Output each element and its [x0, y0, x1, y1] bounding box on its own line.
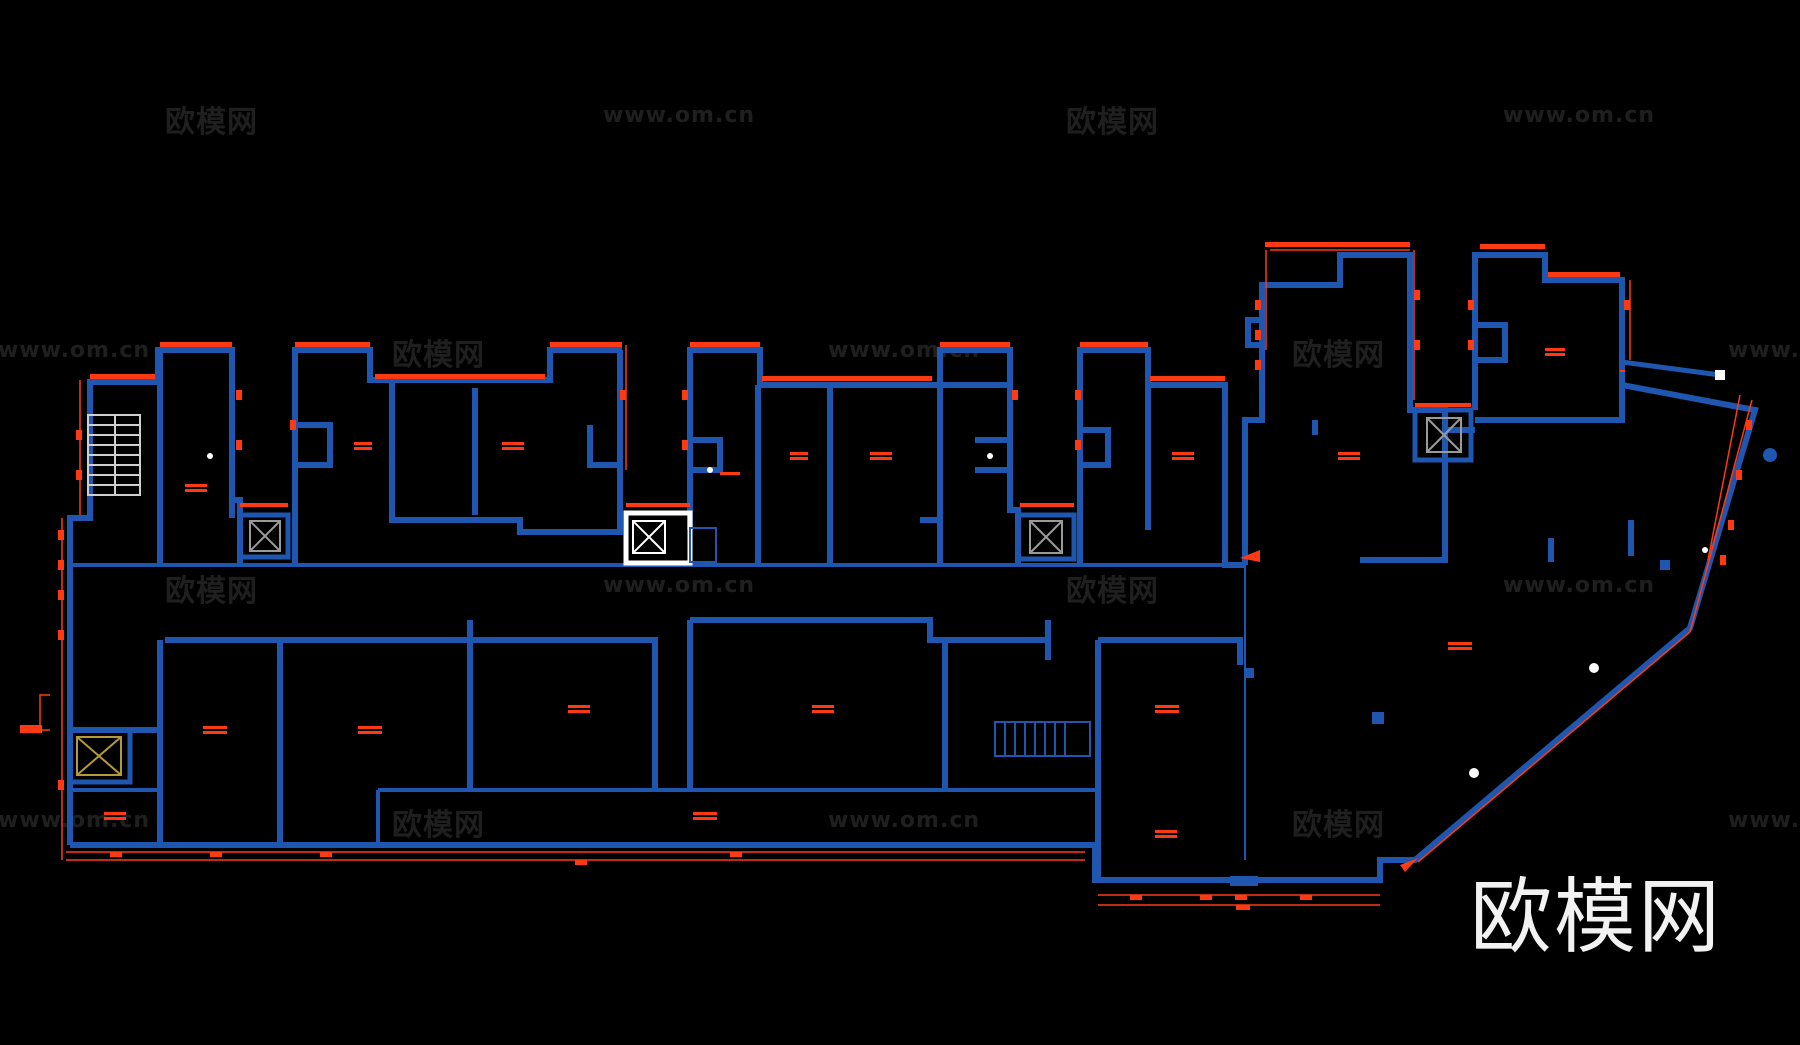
unit-wall [920, 517, 943, 530]
watermark-brand: 欧模网 [165, 574, 258, 609]
room-labels [104, 348, 1565, 838]
watermark-brand: 欧模网 [1066, 105, 1159, 140]
elevator [623, 510, 717, 566]
watermark-brand: 欧模网 [1066, 574, 1159, 609]
watermark-url: www.om.cn [1503, 573, 1656, 598]
unit-wall [1080, 427, 1111, 468]
elevator [237, 512, 291, 560]
unit-wall [587, 425, 622, 468]
watermark-brand: 欧模网 [165, 105, 258, 140]
unit-wall [1472, 252, 1625, 423]
unit-wall [392, 347, 622, 383]
unit-wall [687, 347, 1013, 565]
watermark-url: www.om.cn [828, 808, 981, 833]
elevator [1412, 407, 1474, 463]
dimension-ticks [20, 290, 1752, 910]
unit-wall [1245, 285, 1265, 348]
watermark-brand: 欧模网 [1292, 338, 1385, 373]
stair [994, 721, 1091, 757]
watermark-url: www.om.cn [603, 573, 756, 598]
watermark-url: www.om.cn [0, 338, 151, 363]
unit-wall [280, 637, 473, 790]
unit-wall [292, 347, 623, 565]
unit-wall [1098, 637, 1243, 665]
watermark-brand: 欧模网 [1292, 808, 1385, 843]
unit-wall [690, 437, 723, 473]
watermark-brand: 欧模网 [392, 808, 485, 843]
watermark-url: www.om.cn [1503, 103, 1656, 128]
elevators [67, 407, 1474, 785]
walls [67, 252, 1759, 883]
unit-wall [1077, 347, 1245, 568]
dimension-lines [39, 249, 1753, 906]
unit-wall [157, 347, 243, 565]
brand-logo-text: 欧模网 [1470, 870, 1723, 965]
watermark-url: www.om.cn [1728, 338, 1800, 363]
unit-wall [165, 637, 283, 845]
watermark-brand: 欧模网 [392, 338, 485, 373]
unit-wall [690, 617, 1045, 643]
elevator [1015, 512, 1077, 562]
unit-wall [975, 437, 1013, 473]
window-marks [90, 242, 1620, 507]
fixtures [207, 370, 1777, 886]
unit-wall [1475, 322, 1508, 363]
elevator [67, 727, 133, 785]
unit-wall [1621, 359, 1721, 378]
watermark-url: www.om.cn [1728, 808, 1800, 833]
stair [87, 414, 141, 496]
unit-wall [467, 620, 658, 790]
unit-wall [296, 422, 333, 468]
watermark-url: www.om.cn [603, 103, 756, 128]
